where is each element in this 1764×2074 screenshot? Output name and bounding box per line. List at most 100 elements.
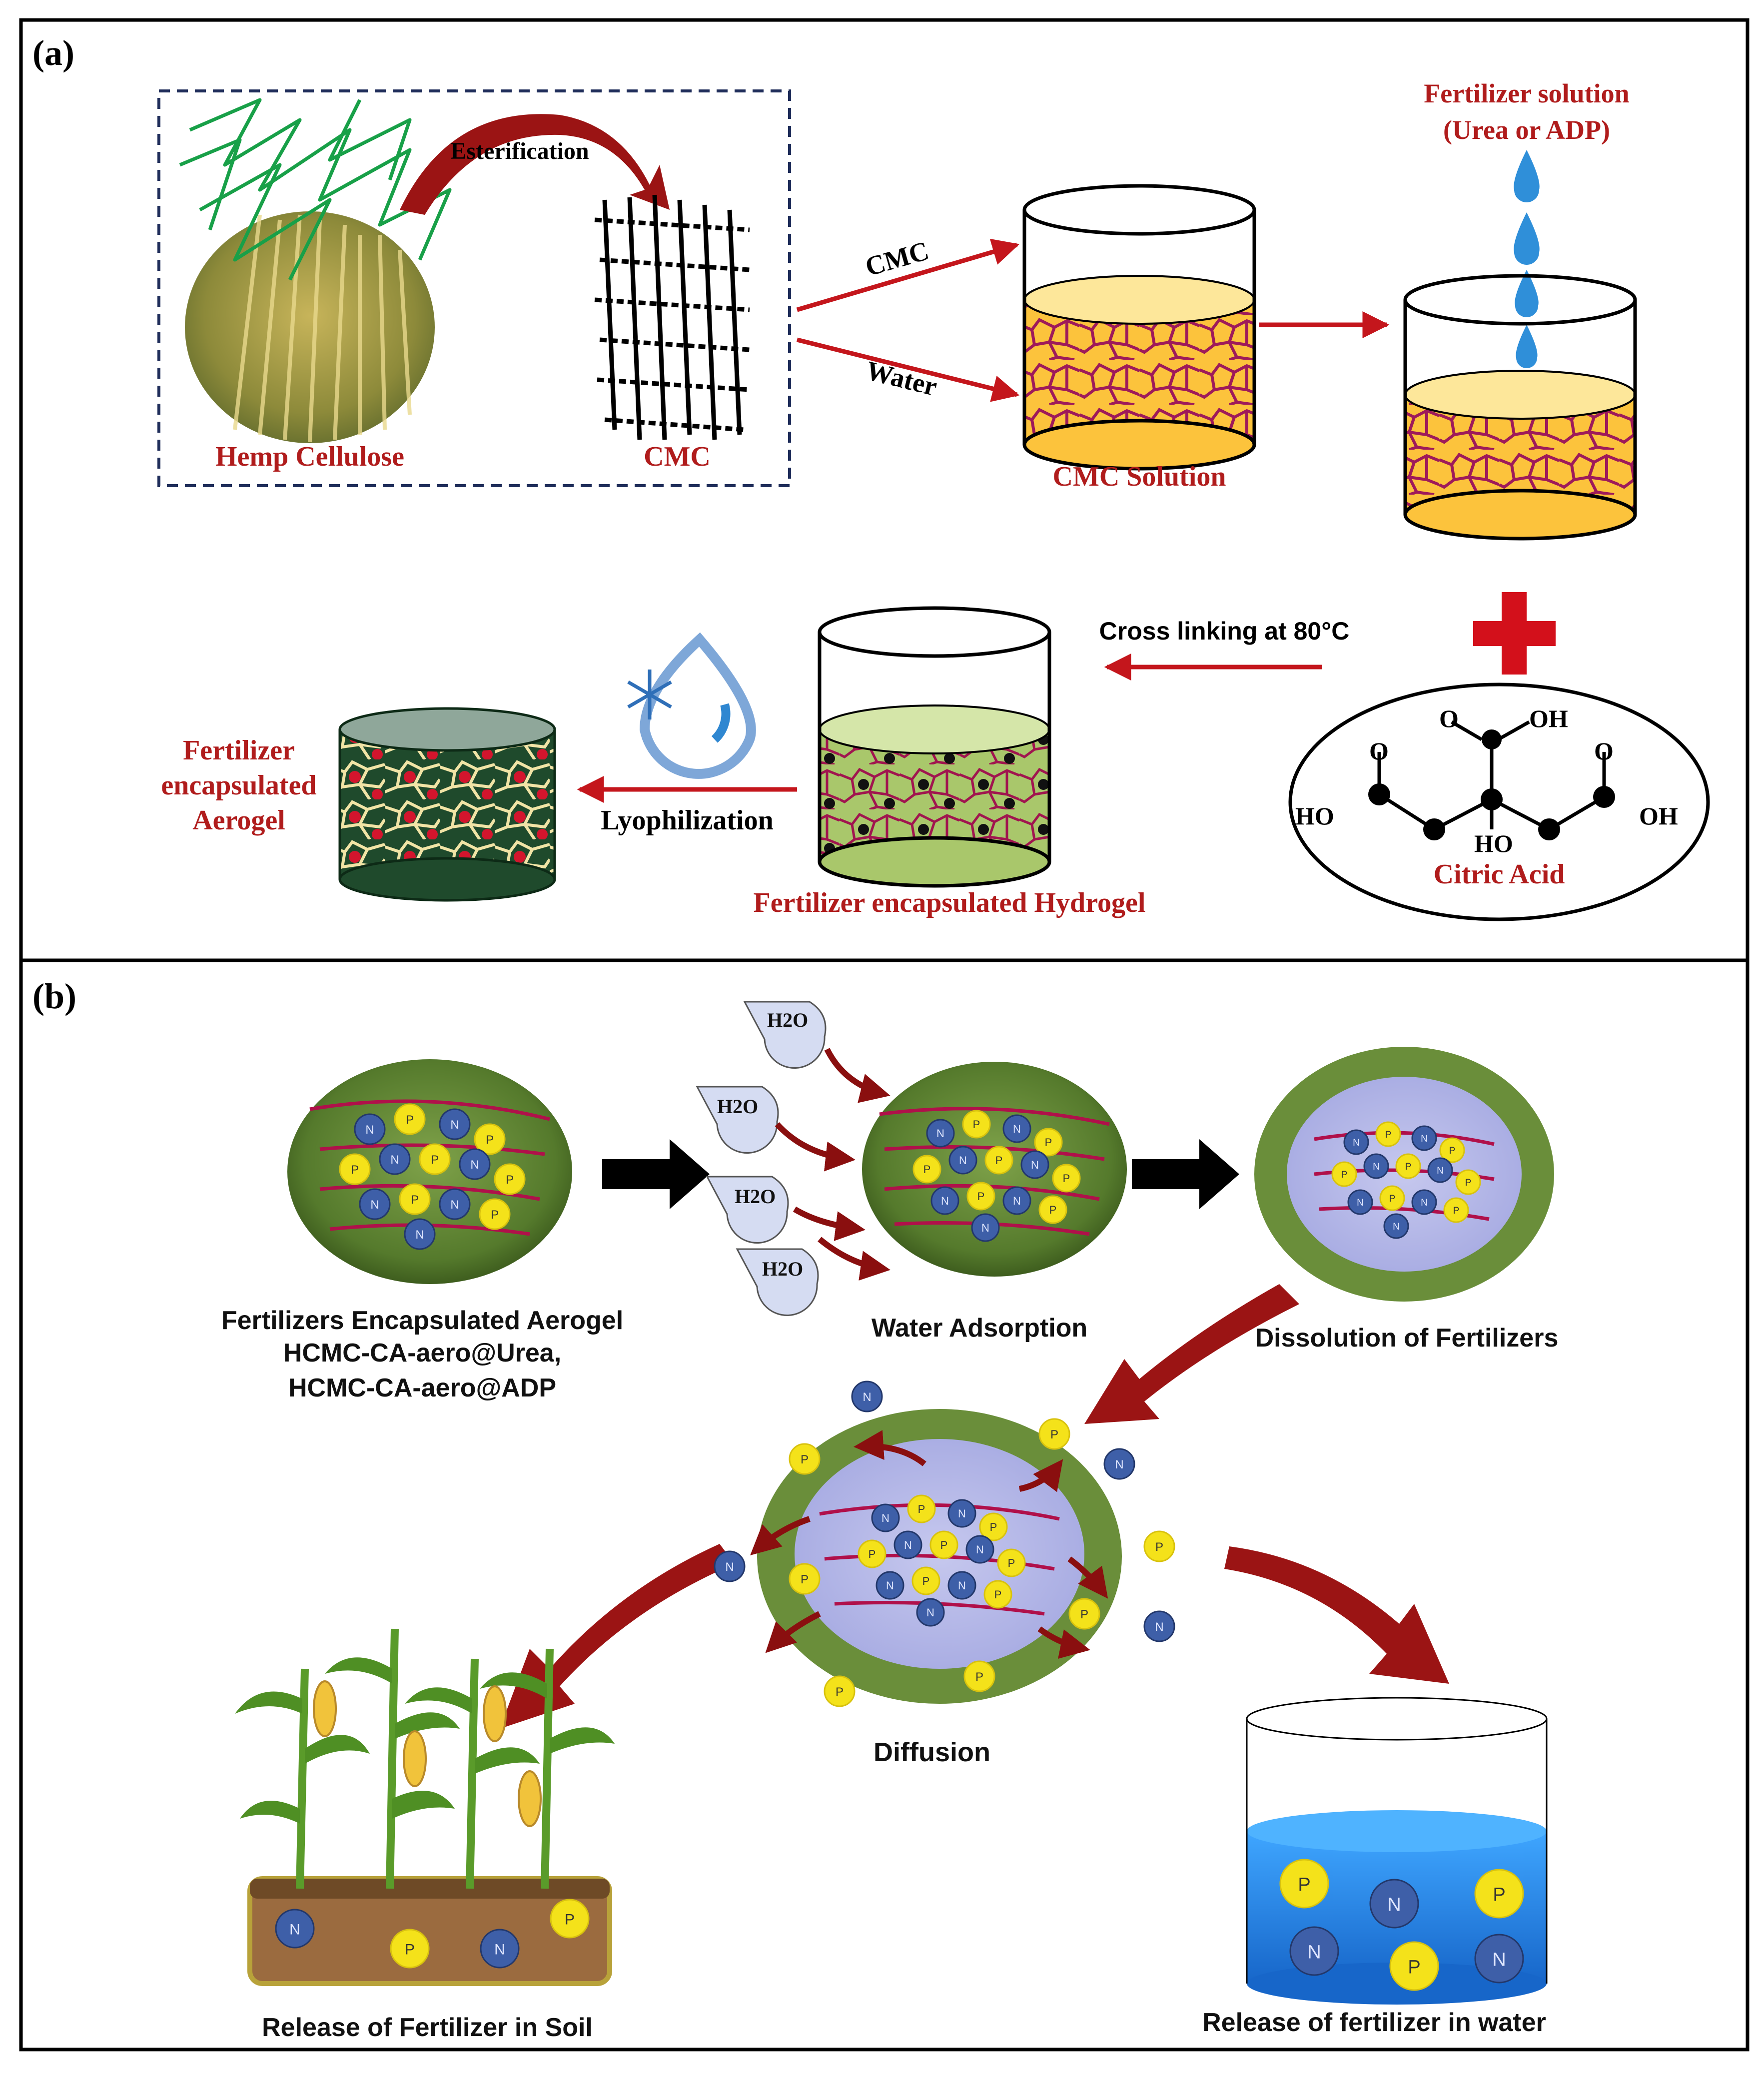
adp-p-particle: [1038, 1195, 1067, 1224]
urea-n-particle: [1347, 1189, 1373, 1215]
n-particle-label: N: [1013, 1123, 1021, 1135]
n-particle-label: N: [1387, 1894, 1401, 1915]
adp-p-particle: [1455, 1169, 1481, 1195]
n-particle-label: N: [1492, 1949, 1506, 1970]
drop-icon: [1515, 270, 1539, 317]
urea-n-particle: [459, 1148, 491, 1180]
fertilizer-drops: [1514, 150, 1540, 368]
p-particle-label: P: [940, 1539, 948, 1551]
urea-n-particle: [930, 1186, 959, 1215]
p-particle-label: P: [869, 1548, 876, 1560]
esterification-arrow: [400, 114, 670, 215]
urea-n-particle: [965, 1535, 994, 1564]
lyophilization-label: Lyophilization: [601, 805, 773, 836]
n-particle-label: N: [1393, 1222, 1400, 1232]
cmc-label: CMC: [644, 441, 711, 472]
panel-a-label: (a): [32, 33, 74, 73]
urea-n-particle: [439, 1108, 471, 1140]
drop-icon: [1514, 212, 1540, 265]
n-particle-label: N: [1353, 1138, 1360, 1148]
adp-p-particle: [1439, 1137, 1465, 1163]
hemp-cellulose-image: [179, 98, 452, 443]
urea-n-particle: [947, 1571, 976, 1600]
p-particle-label: P: [1050, 1428, 1058, 1441]
cmc-molecule-image: [594, 194, 750, 440]
urea-n-particle: [439, 1188, 471, 1220]
n-particle-label: N: [976, 1543, 984, 1556]
urea-n-particle: [876, 1571, 904, 1600]
adp-p-particle: [963, 1660, 995, 1692]
urea-n-particle: [916, 1598, 945, 1627]
p-particle-label: P: [922, 1575, 930, 1587]
p-particle-label: P: [491, 1208, 499, 1222]
arrow-right-icon: [1132, 1139, 1239, 1209]
water-arrow: [796, 337, 1020, 402]
p-particle-label: P: [351, 1163, 359, 1177]
n-particle-label: N: [941, 1195, 949, 1207]
adp-p-particle: [1038, 1418, 1070, 1450]
urea-n-particle: [1343, 1129, 1369, 1155]
adp-p-particle: [1443, 1197, 1469, 1223]
hemp-dashed-box: [157, 89, 791, 487]
n-particle-label: N: [936, 1127, 944, 1140]
adp-p-particle: [1068, 1598, 1100, 1630]
p-particle-label: P: [486, 1133, 494, 1147]
urea-n-particle: [1411, 1125, 1437, 1151]
n-particle-label: N: [415, 1228, 424, 1242]
urea-n-particle: [1020, 1150, 1049, 1179]
urea-n-particle: [948, 1146, 977, 1175]
n-particle-label: N: [959, 1154, 967, 1167]
p-particle-label: P: [995, 1154, 1003, 1167]
chem-o-label: O: [1369, 737, 1389, 765]
p-particle-label: P: [1080, 1608, 1088, 1621]
adp-p-particle: [824, 1675, 856, 1707]
n-particle-label: N: [1373, 1162, 1380, 1172]
soil-release-label: Release of Fertilizer in Soil: [262, 2013, 593, 2042]
p-particle-label: P: [406, 1113, 414, 1127]
urea-n-particle: [1383, 1213, 1409, 1239]
adp-p-particle: [907, 1494, 936, 1523]
diffusion-label: Diffusion: [874, 1737, 990, 1767]
urea-n-particle: [871, 1503, 900, 1532]
h2o-label: H2O: [735, 1185, 776, 1208]
p-particle-label: P: [1405, 1162, 1412, 1172]
p-particle-label: P: [990, 1521, 997, 1533]
urea-n-particle: [714, 1550, 746, 1582]
arrow-right-icon: [602, 1139, 710, 1209]
p-particle-label: P: [1385, 1130, 1392, 1140]
p-particle-label: P: [1449, 1146, 1456, 1156]
aerogel-caption-line2: HCMC-CA-aero@Urea,: [283, 1339, 561, 1368]
drop-icon: [1516, 325, 1538, 368]
p-particle-label: P: [1453, 1206, 1460, 1216]
arrow-water-label: Water: [863, 355, 940, 402]
panel-b-label: (b): [32, 976, 76, 1016]
chem-oh-label: OH: [1639, 802, 1678, 830]
adp-p-particle: [997, 1548, 1026, 1577]
adp-p-particle: [979, 1512, 1008, 1541]
adp-p-particle: [494, 1163, 526, 1195]
adp-p-particle: [1279, 1859, 1329, 1909]
hydrogel-beaker: [818, 606, 1051, 888]
urea-n-particle: [480, 1929, 520, 1969]
adp-p-particle: [966, 1182, 995, 1211]
n-particle-label: N: [494, 1941, 505, 1958]
urea-n-particle: [947, 1499, 976, 1528]
p-particle-label: P: [411, 1193, 419, 1207]
n-particle-label: N: [886, 1579, 894, 1592]
p-particle-label: P: [1493, 1884, 1505, 1905]
adp-p-particle: [1395, 1153, 1421, 1179]
adp-p-particle: [789, 1563, 821, 1595]
hydrogel-label: Fertilizer encapsulated Hydrogel: [754, 887, 1146, 918]
n-particle-label: N: [1421, 1134, 1428, 1144]
p-particle-label: P: [431, 1153, 439, 1167]
urea-n-particle: [359, 1188, 391, 1220]
p-particle-label: P: [1341, 1170, 1348, 1180]
n-particle-label: N: [863, 1390, 871, 1404]
adp-p-particle: [911, 1566, 940, 1595]
h2o-label: H2O: [717, 1095, 758, 1118]
urea-n-particle: [275, 1909, 315, 1949]
n-particle-label: N: [1031, 1159, 1039, 1171]
freeze-dry-icon: [627, 632, 756, 779]
n-particle-label: N: [1115, 1458, 1123, 1471]
